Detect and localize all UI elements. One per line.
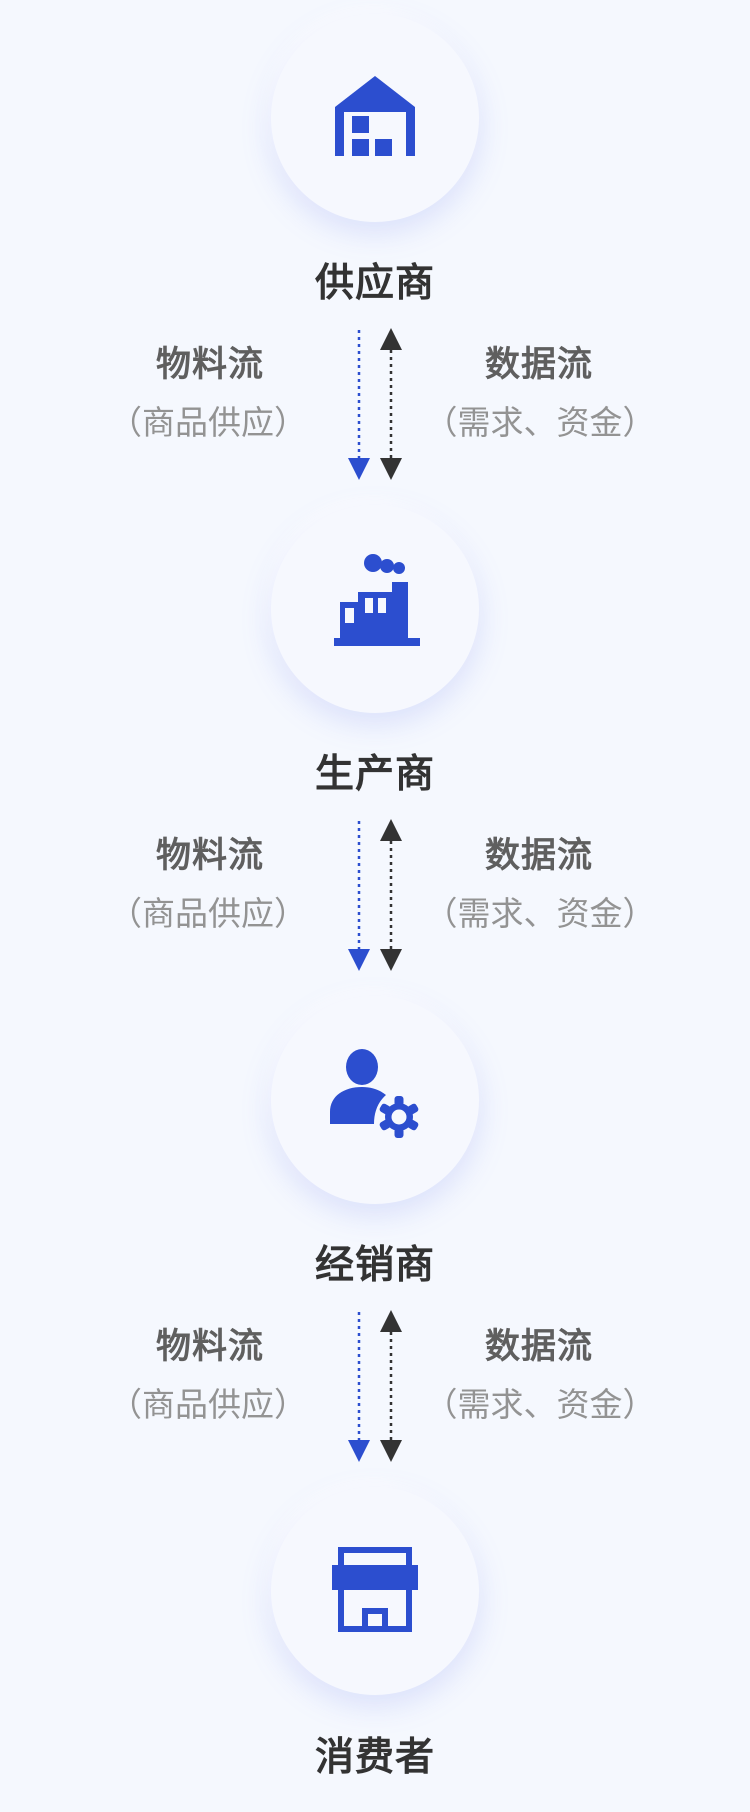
up-arrowhead-icon xyxy=(380,328,402,350)
node-supplier-circle xyxy=(271,14,479,222)
flow-arrows xyxy=(340,1308,410,1464)
data-flow-subtitle: （需求、资金） xyxy=(424,403,656,442)
down-arrowhead-icon xyxy=(348,949,370,971)
node-label-supplier: 供应商 xyxy=(314,261,435,306)
material-flow-subtitle: （商品供应） xyxy=(109,894,307,933)
up-arrowhead-icon xyxy=(380,819,402,841)
shop-icon xyxy=(332,1547,418,1632)
material-flow-subtitle: （商品供应） xyxy=(109,1385,307,1424)
down-arrowhead-icon xyxy=(348,1440,370,1462)
material-flow-title: 物料流 xyxy=(155,836,264,876)
up-arrowhead-icon xyxy=(380,1310,402,1332)
factory-icon xyxy=(334,554,420,646)
node-distributor-circle xyxy=(271,996,479,1204)
node-manufacturer-circle xyxy=(271,505,479,713)
down-arrowhead-icon xyxy=(380,949,402,971)
material-flow-subtitle: （商品供应） xyxy=(109,403,307,442)
data-flow-title: 数据流 xyxy=(484,345,593,385)
down-arrowhead-icon xyxy=(380,1440,402,1462)
warehouse-icon xyxy=(335,76,415,156)
flow-arrows xyxy=(340,326,410,482)
node-label-distributor: 经销商 xyxy=(314,1243,435,1288)
user-settings-icon xyxy=(330,1049,419,1138)
material-flow-title: 物料流 xyxy=(155,1327,264,1367)
down-arrowhead-icon xyxy=(348,458,370,480)
down-arrowhead-icon xyxy=(380,458,402,480)
material-flow-title: 物料流 xyxy=(155,345,264,385)
flow-arrows xyxy=(340,817,410,973)
node-label-consumer: 消费者 xyxy=(314,1735,435,1780)
node-label-manufacturer: 生产商 xyxy=(314,752,435,797)
data-flow-subtitle: （需求、资金） xyxy=(424,1385,656,1424)
node-consumer-circle xyxy=(271,1487,479,1695)
data-flow-title: 数据流 xyxy=(484,836,593,876)
data-flow-title: 数据流 xyxy=(484,1327,593,1367)
data-flow-subtitle: （需求、资金） xyxy=(424,894,656,933)
